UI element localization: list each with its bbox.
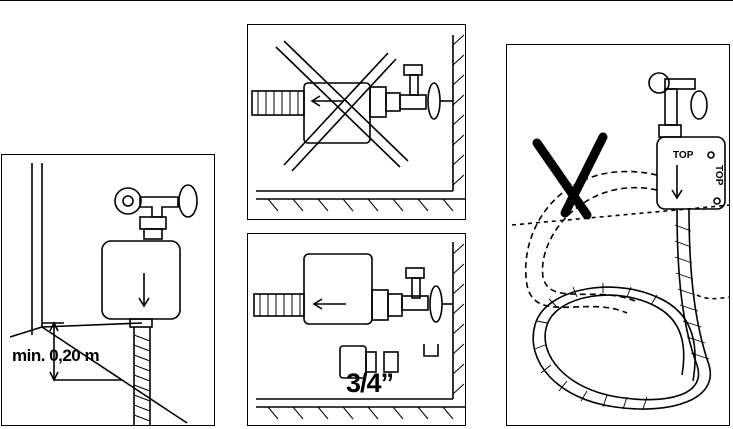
panel-minimum-height: min. 0,20 m: [1, 154, 215, 426]
panel-thread-size: 3/4”: [247, 233, 466, 426]
panel-hose-routing: TOP TOP: [506, 44, 730, 426]
minimum-height-label: min. 0,20 m: [12, 346, 99, 366]
top-marking-front: TOP: [673, 150, 693, 161]
top-rule: [0, 0, 733, 1]
panel-wrong-orientation: [247, 24, 466, 220]
illustration-hose-loop: [507, 45, 730, 426]
thread-size-label: 3/4”: [346, 368, 393, 399]
illustration-wall-mount: [2, 155, 215, 426]
illustration-horizontal-wrong: [248, 25, 466, 220]
top-marking-side: TOP: [713, 165, 724, 185]
